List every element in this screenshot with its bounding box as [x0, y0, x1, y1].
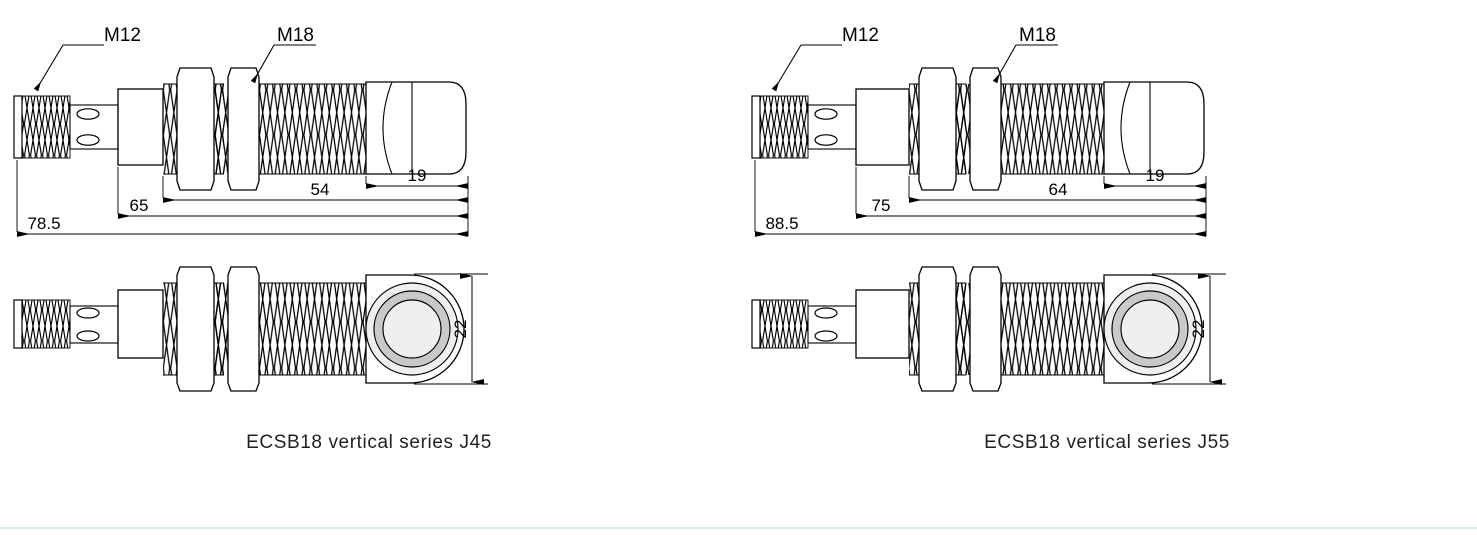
dimension-19-text: 19	[1146, 166, 1165, 185]
side-view-j55: M12 M18 19	[751, 25, 1207, 237]
dimension-22-j45: 22	[414, 273, 488, 385]
connector-collar	[807, 104, 857, 150]
dimension-64-j55: 64	[909, 180, 1206, 203]
dimension-19-text: 19	[408, 166, 427, 185]
m18-thread-between-nuts-plan	[214, 283, 228, 375]
connector-slot-upper-plan	[76, 307, 100, 319]
connector-end-cap	[13, 95, 23, 159]
connector-collar	[69, 104, 119, 150]
m18-thread-rear	[259, 83, 366, 175]
connector-slot-upper	[76, 108, 100, 120]
sensor-body-block-plan	[117, 289, 164, 359]
m18-thread-between-nuts-plan	[956, 283, 970, 375]
connector-slot-lower	[814, 134, 838, 146]
plan-view-j45: 22	[13, 266, 488, 392]
m12-leader-j55	[771, 44, 842, 92]
m12-connector-thread	[759, 95, 809, 159]
technical-drawing-j45: M12 M18	[13, 25, 488, 392]
connector-slot-lower	[76, 134, 100, 146]
connector-slot-upper	[814, 108, 838, 120]
hex-nut-2	[969, 67, 1002, 191]
m18-label: M18	[277, 25, 314, 46]
m18-label: M18	[1019, 25, 1056, 46]
m12-connector-thread-plan	[759, 299, 809, 349]
connector-end-cap	[751, 95, 761, 159]
dimension-extension-lines-j55	[754, 160, 1207, 236]
m18-thread-rear-plan	[259, 282, 366, 376]
m18-thread-rear-plan	[1001, 282, 1104, 376]
hex-nut-1-plan	[918, 266, 957, 392]
m12-connector-thread	[21, 95, 71, 159]
dimension-65-text: 65	[130, 196, 149, 215]
m18-leader-j55	[992, 44, 1058, 84]
dimension-64-text: 64	[1049, 180, 1068, 199]
hex-nut-1	[176, 67, 215, 191]
sensor-head	[1103, 81, 1205, 175]
hex-nut-2-plan	[969, 266, 1002, 392]
side-view-j45: M12 M18	[13, 25, 469, 237]
hex-nut-2-plan	[227, 266, 260, 392]
drawing-pair: M12 M18	[0, 0, 1476, 500]
sensor-face-plan	[365, 274, 465, 384]
m18-thread-rear	[1001, 83, 1104, 175]
sensor-head	[365, 81, 467, 175]
connector-slot-lower-plan	[76, 330, 100, 342]
dimension-78p5-text: 78.5	[27, 214, 60, 233]
hex-nut-1	[918, 67, 957, 191]
footer-divider	[0, 527, 1477, 529]
dimension-22-text: 22	[451, 320, 470, 339]
hex-nut-2	[227, 67, 260, 191]
head-lens-curve	[1120, 81, 1131, 175]
dimension-78p5-j45: 78.5	[17, 214, 468, 237]
sensor-body-block	[117, 88, 164, 166]
m18-leader-j45	[250, 44, 316, 84]
connector-collar-plan	[69, 305, 119, 344]
dimension-54-text: 54	[311, 180, 330, 199]
dimension-88p5-text: 88.5	[765, 214, 798, 233]
lens-inner	[382, 299, 442, 359]
dimension-65-j45: 65	[118, 196, 468, 219]
connector-end-cap-plan	[751, 299, 761, 349]
m18-thread-between-nuts	[956, 84, 970, 174]
hex-nut-1-plan	[176, 266, 215, 392]
connector-slot-lower-plan	[814, 330, 838, 342]
m18-thread-between-nuts	[214, 84, 228, 174]
drawing-block-j55: M12 M18 19	[738, 0, 1476, 500]
sensor-body-block-plan	[855, 289, 910, 359]
lens-inner	[1120, 299, 1180, 359]
caption-j45: ECSB18 vertical series J45	[246, 432, 492, 453]
m12-label: M12	[104, 25, 141, 46]
technical-drawing-j55: M12 M18 19	[751, 25, 1226, 392]
dimension-75-j55: 75	[856, 196, 1206, 219]
dimension-22-text: 22	[1189, 320, 1208, 339]
dimension-22-j55: 22	[1152, 273, 1226, 385]
m12-leader-j45	[33, 44, 104, 92]
sensor-body-block	[855, 88, 910, 166]
dimension-19-j55: 19	[1104, 166, 1206, 189]
dimension-54-j45: 54	[163, 180, 468, 203]
sensor-face-plan	[1103, 274, 1203, 384]
connector-collar-plan	[807, 305, 857, 344]
drawing-block-j45: M12 M18	[0, 0, 738, 500]
caption-j55: ECSB18 vertical series J55	[984, 432, 1230, 453]
dimension-19-j45: 19	[366, 166, 468, 189]
dimension-75-text: 75	[872, 196, 891, 215]
head-lens-curve	[382, 81, 393, 175]
plan-view-j55: 22	[751, 266, 1226, 392]
connector-slot-upper-plan	[814, 307, 838, 319]
connector-end-cap-plan	[13, 299, 23, 349]
m12-connector-thread-plan	[21, 299, 71, 349]
dimension-88p5-j55: 88.5	[755, 214, 1206, 237]
m12-label: M12	[842, 25, 879, 46]
